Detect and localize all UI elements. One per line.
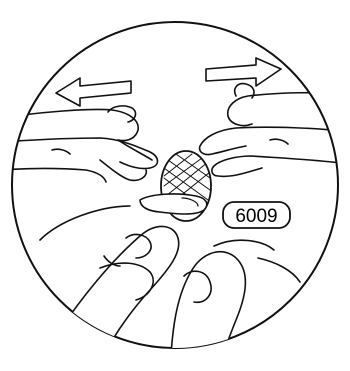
right-hand [200, 84, 350, 177]
arrow-right-icon [206, 58, 281, 86]
left-hand [0, 106, 158, 182]
arrow-left-icon [56, 78, 131, 106]
code-label: 6009 [235, 206, 277, 227]
lower-right-finger [170, 240, 300, 371]
